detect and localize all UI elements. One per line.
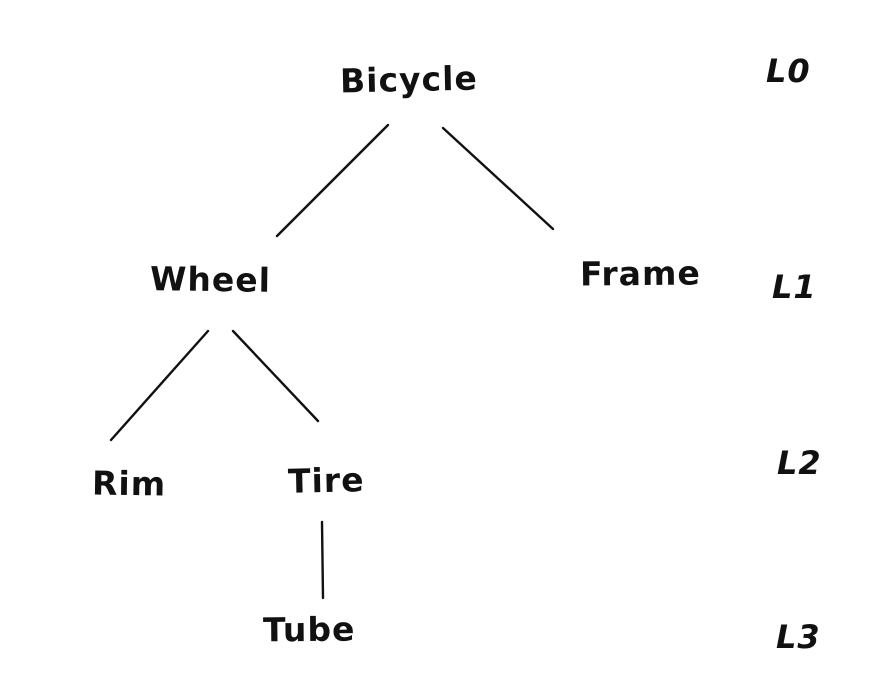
edge-tire-tube	[320, 520, 325, 600]
edge-bicycle-wheel	[275, 123, 390, 238]
level-label-l0: L0	[766, 52, 811, 90]
node-bicycle: Bicycle	[339, 58, 479, 101]
node-frame: Frame	[579, 253, 701, 294]
node-wheel: Wheel	[149, 259, 272, 300]
edge-wheel-tire	[231, 329, 320, 423]
level-label-l3: L3	[776, 618, 821, 656]
node-tire: Tire	[287, 460, 365, 501]
edge-bicycle-frame	[441, 126, 555, 231]
level-label-l2: L2	[777, 444, 822, 482]
node-tube: Tube	[262, 609, 356, 650]
edge-wheel-rim	[109, 329, 210, 442]
level-label-l1: L1	[772, 268, 817, 306]
node-rim: Rim	[91, 463, 167, 504]
